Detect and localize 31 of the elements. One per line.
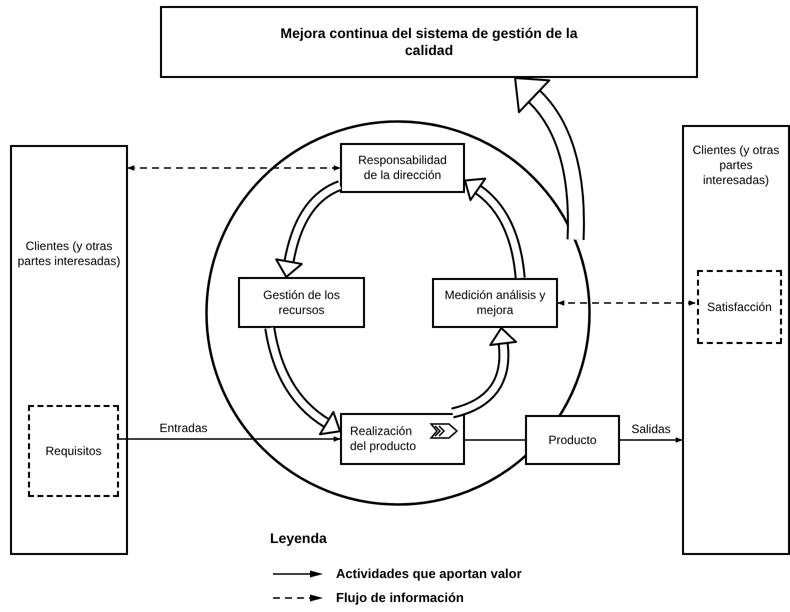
node-label: Realización del producto: [350, 424, 418, 454]
legend-title: Leyenda: [270, 529, 327, 548]
node-label: Medición análisis y mejora: [444, 288, 546, 318]
dashed-box: [28, 405, 119, 497]
dashed-arrow: [557, 300, 696, 306]
edge-label: Entradas: [157, 422, 210, 434]
node-label: Clientes (y otras partes interesadas): [692, 143, 780, 188]
legend-label: Actividades que aportan valor: [336, 565, 522, 583]
edge-label: Salidas: [629, 423, 673, 435]
node-label: Producto: [548, 432, 597, 448]
block-arrow: [514, 77, 585, 240]
block-arrow: [464, 178, 526, 279]
stakeholder-panel: [682, 125, 790, 555]
block-arrow: [264, 327, 341, 436]
node-label: Responsabilidad de la dirección: [357, 153, 448, 183]
legend-label: Flujo de información: [336, 589, 464, 607]
process-box: [340, 413, 465, 465]
process-box: [525, 415, 620, 465]
node-label: Gestión de los recursos: [262, 288, 341, 318]
node-label: Satisfacción: [707, 300, 772, 314]
node-label: Clientes (y otras partes interesadas): [16, 239, 122, 269]
node-label: Requisitos: [45, 444, 102, 458]
block-arrow: [275, 180, 342, 278]
process-box: [340, 143, 465, 193]
arrow: [620, 437, 683, 443]
arrow: [117, 436, 341, 442]
dashed-box: [697, 270, 782, 344]
dashed-arrow: [127, 165, 341, 171]
block-arrow: [451, 327, 518, 418]
node-label: Mejora continua del sistema de gestión de la calidad: [279, 24, 579, 60]
stakeholder-panel: [10, 145, 128, 555]
